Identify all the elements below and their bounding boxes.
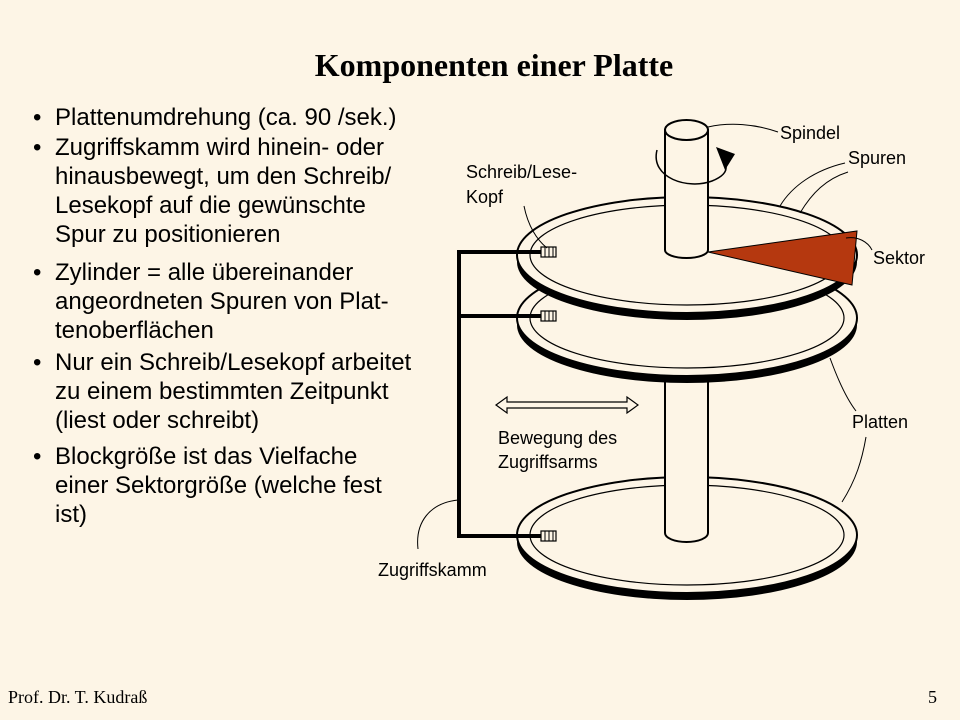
bullet-line: hinausbewegt, um den Schreib/	[55, 163, 392, 190]
label-arm-motion-line-2: Zugriffsarms	[498, 452, 598, 472]
leader-spindle	[707, 123, 779, 133]
read-write-head-top	[540, 246, 557, 258]
bullet-text: Zugriffskamm wird hinein- oder hinausbew…	[55, 133, 391, 249]
label-head-line-1: Schreib/Lese-	[466, 162, 577, 182]
bullet-item: Plattenumdrehung (ca. 90 /sek.)	[33, 103, 397, 132]
spindle-shaft	[664, 129, 709, 259]
bullet-line: Plattenumdrehung (ca. 90 /sek.)	[55, 104, 397, 131]
read-write-head-middle	[540, 310, 557, 322]
bullet-text: Zylinder = alle übereinander angeordnete…	[55, 258, 389, 345]
spindle	[664, 119, 709, 259]
bullet-line: zu einem bestimmten Zeitpunkt	[55, 378, 389, 405]
leader-comb	[417, 499, 459, 550]
access-comb	[457, 250, 543, 538]
rotation-arrow	[655, 147, 735, 185]
leader-platters-2	[841, 436, 867, 503]
label-arm-motion-line-1: Bewegung des	[498, 428, 617, 448]
rotation-arrowhead-icon	[716, 147, 735, 170]
disk-diagram: Spindel Spuren Schreib/Lese- Kopf Sektor…	[378, 119, 925, 600]
bullet-line: Lesekopf auf die gewünschte	[55, 192, 366, 219]
leader-platters-1	[829, 357, 857, 412]
label-sector: Sektor	[873, 248, 925, 268]
leader-lines	[417, 123, 873, 550]
bullet-item: Zylinder = alle übereinander angeordnete…	[33, 258, 389, 345]
leader-head	[523, 205, 548, 249]
sector	[707, 230, 858, 286]
bullet-item: Nur ein Schreib/Lesekopf arbeitet zu ein…	[33, 348, 411, 435]
bullet-icon	[33, 348, 47, 377]
bullet-icon	[33, 103, 47, 132]
label-spindle: Spindel	[780, 123, 840, 143]
bullet-line: Zylinder = alle übereinander	[55, 259, 354, 286]
bullet-icon	[33, 258, 47, 287]
leader-tracks-2	[799, 171, 849, 214]
label-access-comb: Zugriffskamm	[378, 560, 487, 580]
bullet-line: Spur zu positionieren	[55, 221, 281, 248]
rotation-arc	[655, 149, 727, 185]
bullet-line: Nur ein Schreib/Lesekopf arbeitet	[55, 349, 412, 376]
bullet-line: Blockgröße ist das Vielfache	[55, 443, 358, 470]
bullet-line: angeordneten Spuren von Plat-	[55, 288, 389, 315]
spindle-top-cap	[664, 119, 709, 141]
leader-sector	[845, 237, 873, 251]
spindle-lower	[664, 329, 709, 543]
bullet-text: Nur ein Schreib/Lesekopf arbeitet zu ein…	[55, 348, 411, 435]
bullet-line: ist)	[55, 501, 87, 528]
double-arrow-icon	[494, 395, 640, 415]
label-tracks: Spuren	[848, 148, 906, 168]
bullet-line: einer Sektorgröße (welche fest	[55, 472, 382, 499]
slide-title: Komponenten einer Platte	[314, 47, 674, 83]
platter-top	[516, 196, 858, 320]
read-write-head-bottom	[540, 530, 557, 542]
bullet-item: Zugriffskamm wird hinein- oder hinausbew…	[33, 133, 391, 249]
footer-author: Prof. Dr. T. Kudraß	[8, 687, 148, 707]
bullet-icon	[33, 133, 47, 162]
bullet-icon	[33, 442, 47, 471]
leader-tracks-1	[779, 162, 846, 207]
label-head-line-2: Kopf	[466, 187, 504, 207]
bullet-item: Blockgröße ist das Vielfache einer Sekto…	[33, 442, 382, 529]
bullet-text: Blockgröße ist das Vielfache einer Sekto…	[55, 442, 382, 529]
bullet-line: (liest oder schreibt)	[55, 407, 260, 434]
page-number: 5	[928, 687, 937, 707]
label-platters: Platten	[852, 412, 908, 432]
bullet-line: Zugriffskamm wird hinein- oder	[55, 134, 385, 161]
bullet-line: tenoberflächen	[55, 317, 214, 344]
bullet-text: Plattenumdrehung (ca. 90 /sek.)	[55, 103, 397, 132]
